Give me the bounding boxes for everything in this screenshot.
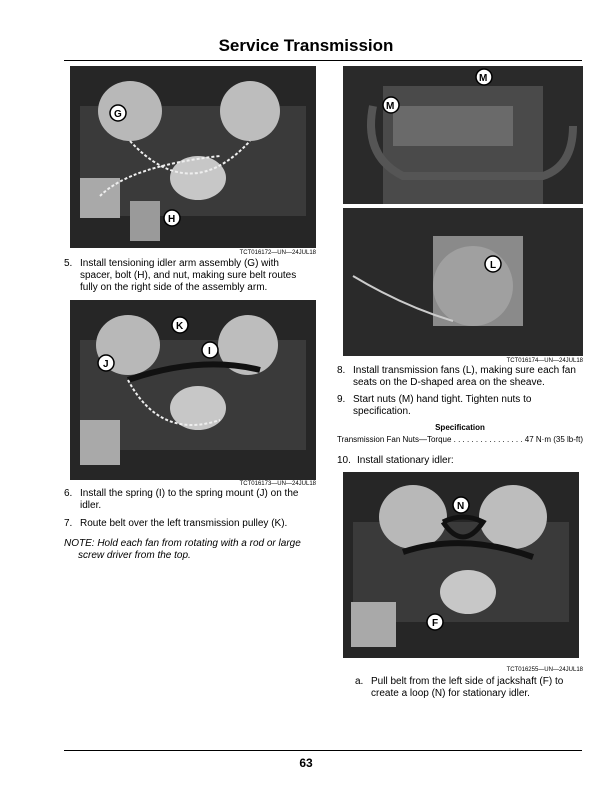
callout-l: L — [484, 255, 502, 273]
callout-k: K — [171, 316, 189, 334]
spec-heading: Specification — [435, 423, 485, 432]
callout-n: N — [452, 496, 470, 514]
figure-stationary-idler: N F — [343, 472, 579, 658]
figure-idler-arm-install: G H — [70, 66, 316, 248]
note: NOTE: Hold each fan from rotating with a… — [64, 538, 301, 561]
svg-text:N: N — [457, 501, 464, 512]
figure-3-photo — [343, 66, 583, 356]
figure-2-caption: TCT016173—UN—24JUL18 — [239, 481, 316, 487]
spec-row: Transmission Fan Nuts—Torque . . . . . .… — [337, 435, 583, 444]
step-a: a. Pull belt from the left side of jacks… — [355, 676, 564, 699]
footer-rule — [64, 750, 582, 751]
figure-1-caption: TCT016172—UN—24JUL18 — [239, 250, 316, 256]
page-title: Service Transmission — [218, 36, 394, 55]
svg-text:J: J — [103, 359, 109, 370]
svg-text:G: G — [114, 109, 122, 120]
figure-transmission-fans: M M L — [343, 66, 583, 356]
svg-text:H: H — [168, 214, 175, 225]
svg-text:M: M — [386, 101, 394, 112]
header-rule — [64, 60, 582, 61]
figure-4-caption: TCT016255—UN—24JUL18 — [506, 667, 583, 673]
step-5: 5. Install tensioning idler arm assembly… — [64, 258, 297, 293]
step-9: 9. Start nuts (M) hand tight. Tighten nu… — [337, 394, 532, 417]
svg-text:K: K — [176, 321, 184, 332]
svg-text:M: M — [479, 73, 487, 84]
callout-h: H — [163, 209, 181, 227]
callout-m-right: M — [475, 68, 493, 86]
callout-j: J — [97, 354, 115, 372]
page-number: 63 — [299, 756, 313, 770]
figure-spring-install: K J I — [70, 300, 316, 480]
figure-3-caption: TCT016174—UN—24JUL18 — [506, 358, 583, 364]
step-10: 10. Install stationary idler: — [337, 455, 454, 466]
callout-f: F — [426, 613, 444, 631]
svg-text:I: I — [208, 346, 211, 357]
svg-text:L: L — [490, 260, 496, 271]
callout-m-left: M — [382, 96, 400, 114]
step-7: 7. Route belt over the left transmission… — [64, 518, 288, 529]
step-8: 8. Install transmission fans (L), making… — [337, 365, 576, 388]
figure-1-photo — [70, 66, 316, 248]
callout-i: I — [201, 341, 219, 359]
figure-2-photo — [70, 300, 316, 480]
svg-text:F: F — [432, 618, 438, 629]
step-6: 6. Install the spring (I) to the spring … — [64, 488, 299, 511]
callout-g: G — [109, 104, 127, 122]
